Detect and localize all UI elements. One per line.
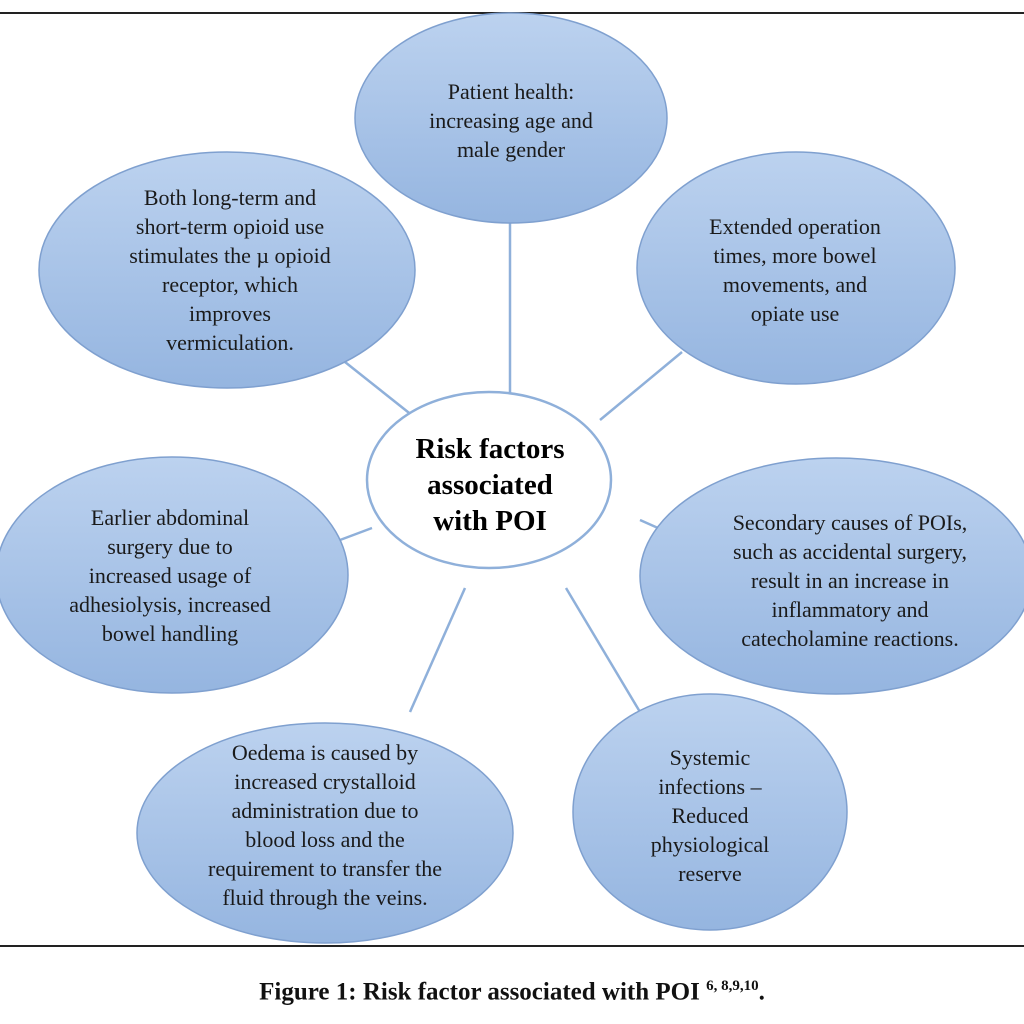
- bubble-right: [639, 457, 1024, 695]
- node-top-left-text: Both long-term and short-term opioid use…: [129, 185, 331, 355]
- node-bottom-left-text: Oedema is caused by increased crystalloi…: [208, 740, 442, 910]
- connector-top-left: [344, 361, 419, 421]
- node-top-text: Patient health: increasing age and male …: [429, 78, 593, 162]
- connector-right: [639, 518, 659, 530]
- bubble-top: [354, 12, 668, 224]
- caption-text: Figure 1: Risk factor associated with PO…: [259, 978, 707, 1006]
- node-right-text: Secondary causes of POIs, such as accide…: [732, 509, 968, 651]
- connector-left: [339, 526, 373, 542]
- node-bottom-right-text: Systemic infections – Reduced physiologi…: [650, 744, 770, 886]
- node-left-text: Earlier abdominal surgery due to increas…: [69, 504, 271, 646]
- caption-references: 6, 8,9,10: [706, 978, 759, 994]
- caption-period: .: [758, 978, 765, 1006]
- center-bubble: [365, 390, 613, 570]
- connector-bottom-right: [564, 587, 642, 713]
- bubble-bottom-right: [572, 693, 848, 931]
- bubble-top-right: [636, 151, 956, 385]
- connector-bottom-left: [408, 587, 467, 713]
- center-title: Risk factors associated with POI: [415, 433, 565, 537]
- bubble-top-left: [38, 151, 416, 389]
- node-top-right-text: Extended operation times, more bowel mov…: [709, 214, 881, 326]
- figure-caption: Figure 1: Risk factor associated with PO…: [0, 978, 1024, 1006]
- bubble-bottom-left: [136, 722, 514, 944]
- bubble-left: [0, 456, 349, 694]
- connector-top-right: [599, 351, 683, 421]
